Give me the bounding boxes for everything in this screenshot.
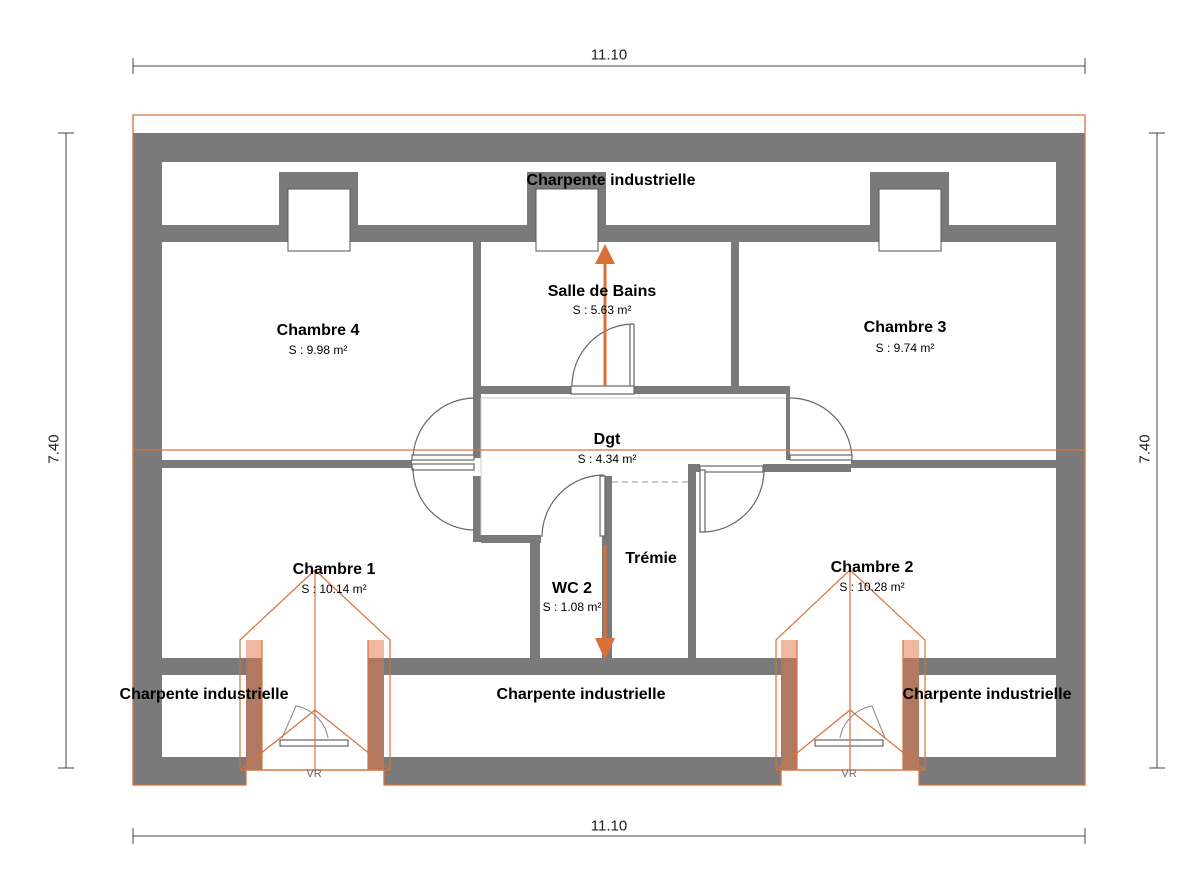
charpente-label-bottom-left: Charpente industrielle (119, 686, 289, 703)
corridor-lines (480, 397, 786, 535)
charpente-label-bottom-right: Charpente industrielle (902, 686, 1072, 703)
charpente-label-bottom-center: Charpente industrielle (496, 686, 666, 703)
room-label-chambre2: Chambre 2 (830, 559, 914, 576)
roof-outline (132, 114, 1086, 786)
stair-arrows (595, 244, 615, 660)
dormer-left (239, 569, 391, 771)
room-area-chambre2: S : 10.28 m² (839, 580, 905, 594)
room-label-dgt: Dgt (593, 431, 621, 448)
window-label-vr-right: VR (841, 768, 857, 780)
dimension-top-width: 11.10 (590, 46, 628, 64)
room-area-chambre1: S : 10.14 m² (301, 582, 367, 596)
dimension-right-height: 7.40 (1136, 434, 1154, 464)
dimension-lines (58, 58, 1165, 844)
window-label-vr-left: VR (306, 768, 322, 780)
room-area-chambre3: S : 9.74 m² (875, 341, 935, 355)
doors (411, 323, 853, 538)
dimension-left-height: 7.40 (45, 434, 63, 464)
room-area-wc2: S : 1.08 m² (542, 600, 602, 614)
charpente-label-top: Charpente industrielle (526, 172, 696, 189)
room-area-chambre4: S : 9.98 m² (288, 343, 348, 357)
dormer-right (775, 569, 926, 771)
dimension-bottom-width: 11.10 (590, 817, 628, 835)
room-area-salle-bains: S : 5.63 m² (572, 303, 632, 317)
room-label-tremie: Trémie (625, 550, 677, 567)
room-label-salle-bains: Salle de Bains (547, 283, 657, 300)
room-label-chambre3: Chambre 3 (863, 319, 947, 336)
room-label-chambre4: Chambre 4 (276, 322, 360, 339)
room-area-dgt: S : 4.34 m² (577, 452, 637, 466)
room-label-chambre1: Chambre 1 (292, 561, 376, 578)
room-label-wc2: WC 2 (552, 580, 592, 597)
velux-windows (287, 188, 942, 252)
